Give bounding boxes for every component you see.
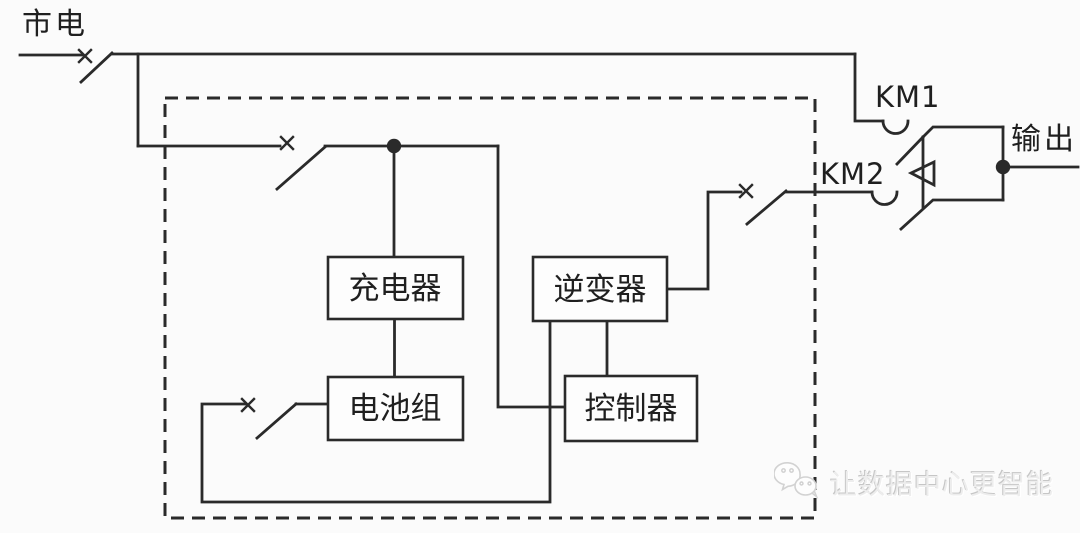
km2-contactor-arc xyxy=(870,190,899,206)
wire-output-bottom-edge-km2-blade xyxy=(899,198,1005,231)
charger-label: 充电器 xyxy=(349,271,442,307)
switch-q3-blade xyxy=(255,402,298,440)
mechanical-interlock-triangle-icon xyxy=(907,159,936,188)
wire-battery-inverter-loop xyxy=(200,319,552,504)
km1-label: KM1 xyxy=(875,80,941,114)
block-inverter xyxy=(531,255,669,323)
component-blocks xyxy=(326,255,699,443)
block-battery xyxy=(326,375,465,442)
battery-label: 电池组 xyxy=(349,391,442,427)
inverter-label: 逆变器 xyxy=(554,272,647,308)
switch-q3-contact-cross xyxy=(240,397,256,413)
junction-dot-output xyxy=(995,159,1011,175)
km1-contact-blade xyxy=(895,135,925,166)
wire-controller-feed xyxy=(496,144,567,409)
switch-q2-blade xyxy=(275,145,327,191)
switch-q4-blade xyxy=(745,189,788,226)
controller-label: 控制器 xyxy=(585,391,678,427)
junction-dots xyxy=(386,138,1011,175)
switch-q1-contact-cross xyxy=(77,48,93,64)
block-charger xyxy=(326,255,465,321)
block-controller xyxy=(563,374,699,443)
wire-output-top-edge xyxy=(921,125,1005,139)
output-label: 输出 xyxy=(1011,122,1077,157)
switch-q1-blade xyxy=(79,51,114,84)
wire-inverter-output xyxy=(665,190,743,291)
ups-enclosure-dashed-border xyxy=(163,96,817,520)
junction-dot-charger-tap xyxy=(386,138,402,154)
km1-contactor-arc xyxy=(881,119,910,135)
wires xyxy=(18,48,1080,504)
mains-label: 市电 xyxy=(22,7,88,42)
switch-q4-contact-cross xyxy=(738,183,754,199)
km2-label: KM2 xyxy=(820,157,886,191)
wire-km1-drop xyxy=(853,52,885,123)
switch-q2-contact-cross xyxy=(279,135,295,151)
